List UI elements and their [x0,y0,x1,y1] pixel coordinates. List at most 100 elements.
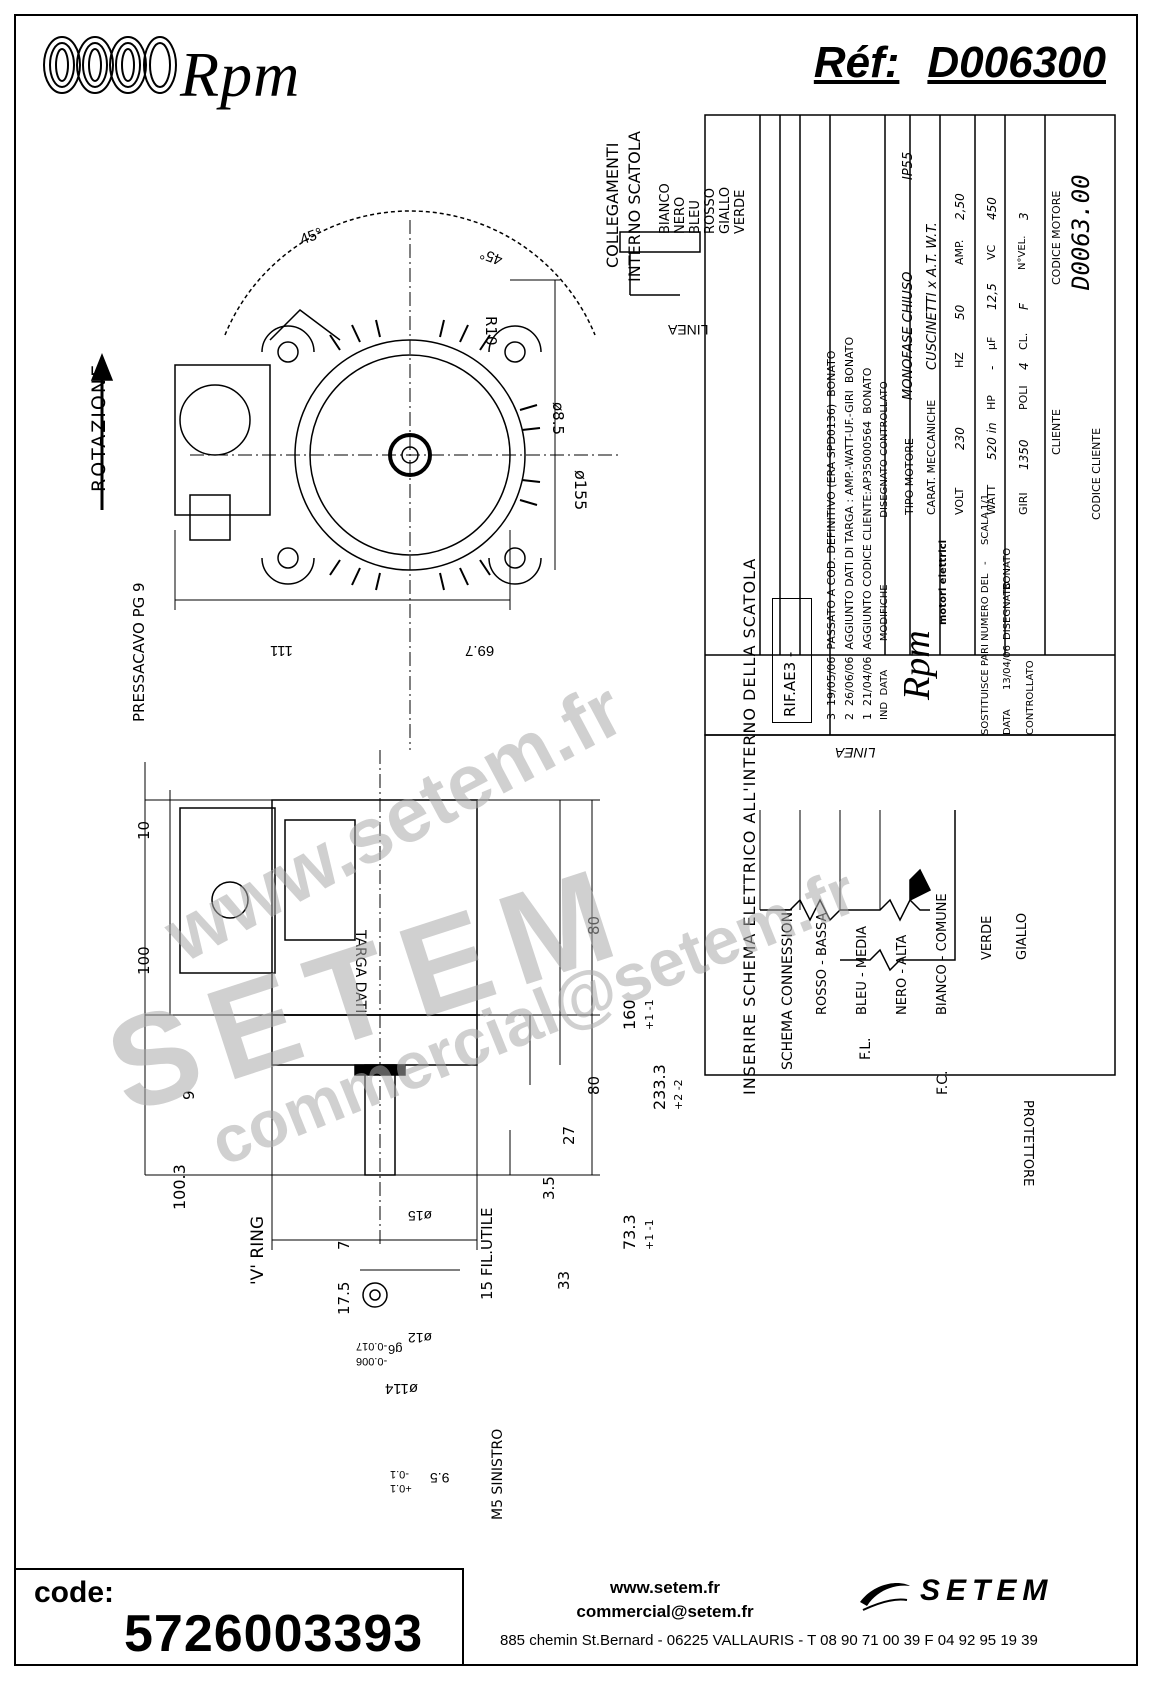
tol-minus: -0.1 [390,1468,409,1480]
wiring-schematic [704,734,1116,1076]
dim-69-7: 69.7 [465,642,495,659]
dim-111: 111 [270,642,293,659]
terminal-box [174,364,271,516]
dim-233-tol: +2 -2 [672,1079,685,1110]
dim-100: 100 [135,946,153,975]
setem-logo: SETEM [920,1574,1054,1607]
codice-motore-label: CODICE MOTORE [1050,190,1063,285]
cl-label: CL. [1017,332,1030,350]
brand-name: Rpm [180,39,301,110]
disegnato-label: DISEGNATO [1002,581,1013,640]
address: 885 chemin St.Bernard - 06225 VALLAURIS … [500,1632,1038,1649]
wire-rosso-bassa: ROSSO - BASSA [815,912,830,1015]
fl-label: F.L. [858,1037,874,1060]
hz-value: 50 [953,304,967,320]
vc-label: VC [985,244,998,260]
volt-value: 230 [953,427,967,450]
wire-giallo-label: GIALLO [1015,912,1030,960]
data-label: DATA [1002,709,1013,735]
mount-hole [277,341,299,363]
connections-title-2: INTERNO SCATOLA [625,131,644,282]
giri-label: GIRI [1017,492,1030,515]
disegnato-value: BONATO [1002,547,1013,590]
wire-verde-label: VERDE [980,915,995,960]
nvel-label: N°VEL. [1017,235,1028,270]
uf-value: 12,5 [985,283,999,310]
dim-33: 33 [555,1270,573,1290]
ref-value: D006300 [927,38,1106,87]
dim-7: 7 [335,1240,353,1250]
codice-cliente-label: CODICE CLIENTE [1090,427,1103,520]
radius-label: R10 [482,316,500,346]
tol-g6: g6 [388,1342,403,1357]
dim-233-3: 233.3 [650,1064,669,1110]
dim-73-3: 73.3 [620,1214,639,1250]
wire-rosso: ROSSO [703,187,718,234]
wire-bianco-comune: BIANCO - COMUNE [935,893,950,1015]
wiring-schema-title: SCHEMA CONNESSIONI [780,907,796,1070]
rif-label: RIF.AE3 - [781,651,799,717]
code-label: code: [34,1576,115,1609]
carat-label: CARAT. MECCANICHE [925,399,938,515]
website-link[interactable]: www.setem.fr [610,1578,720,1597]
dim-160-tol: +1 -1 [643,999,656,1030]
dim-9: 9 [180,1090,198,1100]
linea-label-top: LINEA [668,322,709,338]
hz-label: HZ [953,352,966,368]
cable-gland-label: PRESSACAVO PG 9 [130,582,148,722]
rotation-label: ROTAZIONE [88,362,110,492]
dim-160: 160 [620,999,639,1030]
reference: Réf:D006300 [814,38,1106,88]
cliente-label: CLIENTE [1050,409,1063,455]
title-rpm-logo: Rpm [896,630,938,700]
giri-value: 1350 [1017,439,1031,470]
dim-d15: ø15 [408,1208,433,1224]
linea-label: LINEA [835,745,876,761]
page-frame [14,14,1138,1666]
protettore-label: PROTETTORE [1020,1100,1035,1187]
motor-side-body [271,799,478,1016]
wire-giallo: GIALLO [718,186,733,234]
dim-3-5: 3.5 [540,1176,558,1200]
watt-value: 520 in [985,422,999,460]
dim-73-tol: +1 -1 [643,1219,656,1250]
rating-plate-label: TARGA DATI [352,930,368,1014]
hp-value: - [985,365,999,370]
codice-motore-value: D0063.00 [1067,174,1095,290]
dim-d114: ø114 [385,1380,419,1397]
dim-27: 27 [560,1125,578,1145]
rpm-logo [40,30,180,105]
shaft-end-view [362,1282,388,1308]
rev-header: IND DATA MODIFICHE DISEGNATO CONTROLLATO [879,381,890,720]
carat-value: CUSCINETTI x A.T. W.T. [925,222,940,370]
dim-9-5: 9.5 [430,1470,450,1486]
terminal-block [619,231,701,253]
code-value: 5726003393 [124,1605,424,1663]
dim-d12: ø12 [408,1330,433,1346]
email-link[interactable]: commercial@setem.fr [576,1602,754,1621]
tol-plus: +0.1 [390,1482,412,1494]
rev-2: 2 26/06/06 AGGIUNTO DATI DI TARGA : AMP.… [843,336,856,720]
fc-label: F.C. [935,1070,951,1095]
controllato-label: CONTROLLATO [1025,660,1036,735]
nvel-value: 3 [1017,212,1031,220]
tol-g6-b: -0.017 [356,1340,388,1352]
sostituisce-value: - [980,561,991,565]
dim-100-3: 100.3 [170,1164,189,1210]
dim-17-5: 17.5 [335,1281,353,1315]
thread-length: 15 FIL.UTILE [478,1207,496,1300]
volt-label: VOLT [953,487,966,515]
diameter-label: ø155 [571,470,590,511]
hole-label: ø8.5 [549,402,567,436]
title-rpm-sub: motori elettrici [938,539,949,625]
ip-rating: IP55 [901,151,916,180]
amp-label: AMP. [953,239,966,265]
m5-thread: M5 SINISTRO [490,1428,506,1520]
tipo-motore-label: TIPO MOTORE [903,438,916,515]
rev-1: 1 21/04/06 AGGIUNTO CODICE CLIENTE:AP350… [861,367,874,720]
dim-80-bottom: 80 [585,1075,603,1095]
cl-value: F [1017,303,1031,310]
hp-label: HP [985,395,998,410]
vc-value: 450 [985,197,999,220]
v-ring-label: 'V' RING [248,1215,268,1285]
